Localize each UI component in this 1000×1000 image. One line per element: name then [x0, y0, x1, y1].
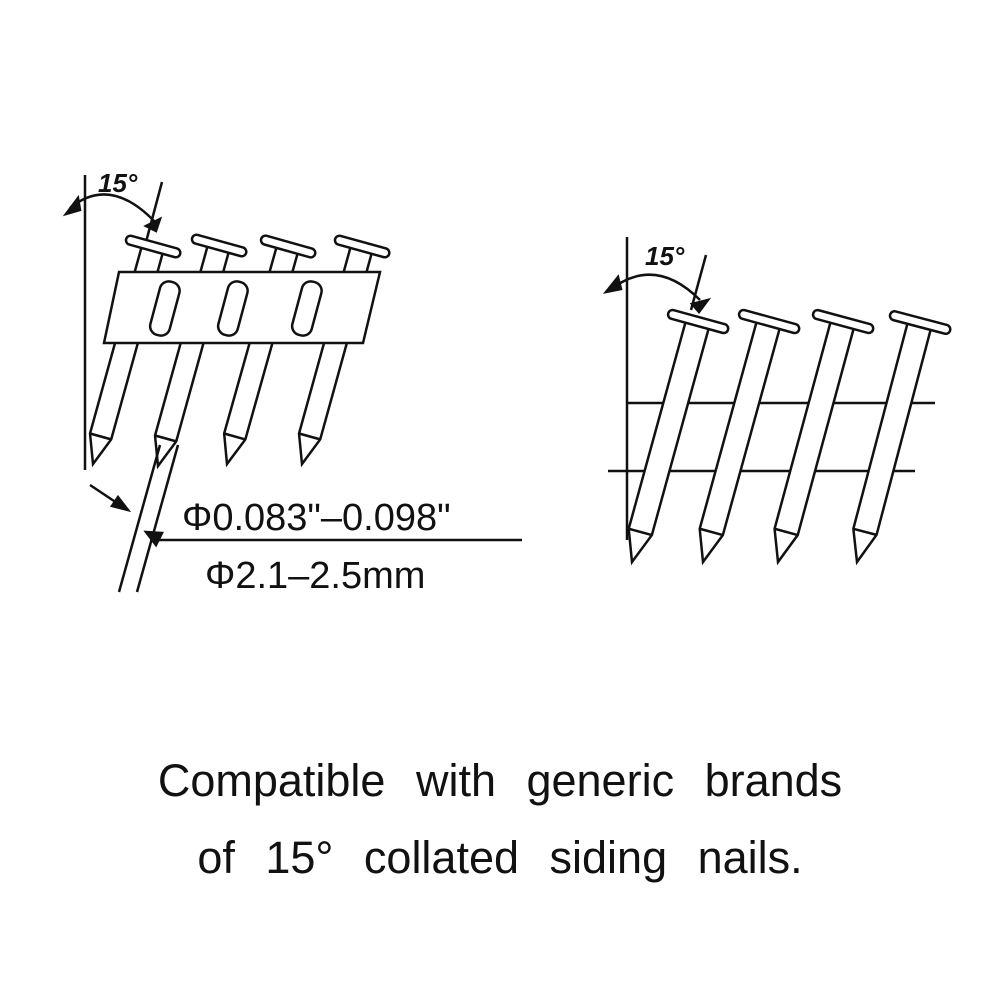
nail-head [124, 234, 182, 259]
strip-slot [148, 280, 181, 337]
arrow-icon [602, 274, 623, 294]
nail-shank [627, 318, 711, 566]
nail [773, 308, 875, 566]
diameter-extension-line [135, 444, 180, 593]
diameter-inch-label: Φ0.083"–0.098" [182, 497, 451, 539]
nail [852, 310, 952, 566]
wire-collated-nails-diagram: 15° [602, 237, 952, 566]
caption-line-2: of 15° collated siding nails. [197, 832, 803, 883]
strip-slot [216, 280, 249, 337]
nail-shank [773, 318, 856, 566]
angle-arc [609, 273, 701, 301]
arrow-icon [143, 530, 164, 548]
plastic-strip-nails-diagram: 15° Φ0.083"–0.098" Φ2.1–2.5mm [62, 168, 522, 597]
nail-head [666, 308, 730, 335]
nail [297, 234, 391, 468]
angle-reference-line [144, 181, 164, 243]
angle-reference-line [689, 254, 708, 311]
nail-head [888, 310, 952, 336]
nail-head [190, 233, 248, 258]
angle-label: 15° [98, 168, 138, 198]
diameter-extension-line [117, 444, 162, 593]
strip-slot [290, 280, 323, 337]
caption-line-1: Compatible with generic brands [157, 755, 843, 806]
nail [627, 308, 730, 566]
nail-head [811, 308, 875, 335]
diameter-mm-label: Φ2.1–2.5mm [205, 555, 425, 597]
nail-shank [698, 318, 782, 566]
nail [698, 308, 801, 566]
arrow-icon [109, 494, 132, 513]
angle-arc [69, 193, 156, 223]
arrow-icon [689, 297, 712, 314]
nail-head [333, 234, 391, 259]
nail-shank [852, 319, 933, 566]
nail-head [737, 308, 801, 335]
arrow-icon [143, 216, 163, 233]
arrow-icon [62, 194, 82, 217]
angle-label: 15° [645, 241, 685, 271]
plastic-collation-strip [102, 270, 382, 345]
nail-head [259, 234, 317, 259]
